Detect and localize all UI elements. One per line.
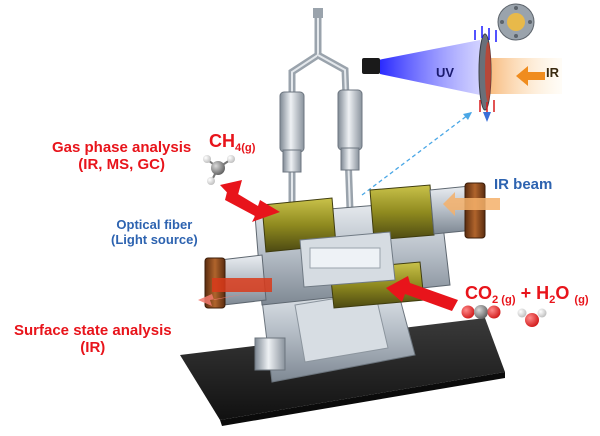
- optical-fiber-title: Optical fiber: [116, 217, 193, 232]
- surface-state-analysis-label: Surface state analysis (IR): [14, 322, 172, 357]
- plus-sign: +: [520, 283, 532, 303]
- gas-phase-analysis-label: Gas phase analysis (IR, MS, GC): [52, 139, 191, 174]
- stand: [254, 279, 416, 383]
- methane-formula: CH: [209, 131, 235, 151]
- surface-state-analysis-title: Surface state analysis: [14, 322, 172, 339]
- methane-label: CH4(g): [209, 131, 255, 155]
- reactants-label: CO2 (g) + H2O (g): [465, 283, 589, 307]
- gas-phase-analysis-title: Gas phase analysis: [52, 139, 192, 156]
- h2o-formula-h: H: [536, 283, 550, 303]
- h2o-subscript: (g): [574, 293, 589, 306]
- ir-beam-label: IR beam: [494, 176, 553, 193]
- gas-phase-analysis-methods: (IR, MS, GC): [78, 156, 165, 174]
- co2-subscript: 2 (g): [492, 293, 516, 306]
- ir-small-label: IR: [546, 65, 559, 80]
- co2-molecule: [461, 305, 501, 319]
- h2o-molecule: [517, 308, 547, 327]
- optical-fiber-subtitle: (Light source): [111, 231, 198, 247]
- h2o-formula-o: O: [555, 283, 570, 303]
- ir-beam-path-arrowhead: [463, 112, 472, 120]
- methane-molecule: [203, 155, 235, 185]
- co2-formula: CO: [465, 283, 492, 303]
- methane-subscript: 4(g): [235, 141, 256, 154]
- arrow-gas-outlet: [220, 180, 280, 222]
- surface-state-analysis-method: (IR): [80, 339, 106, 357]
- uv-beam: [362, 40, 485, 96]
- optical-fiber-label: Optical fiber (Light source): [111, 217, 198, 248]
- arrow-gas-inlet: [386, 276, 458, 311]
- arrow-ir-in: [443, 192, 500, 216]
- window-inset: [474, 3, 562, 122]
- ir-beam-path: [361, 111, 473, 196]
- arrow-surface-out: [198, 292, 255, 306]
- h2o-subscript-2: 2: [549, 293, 556, 306]
- uv-label: UV: [436, 65, 455, 80]
